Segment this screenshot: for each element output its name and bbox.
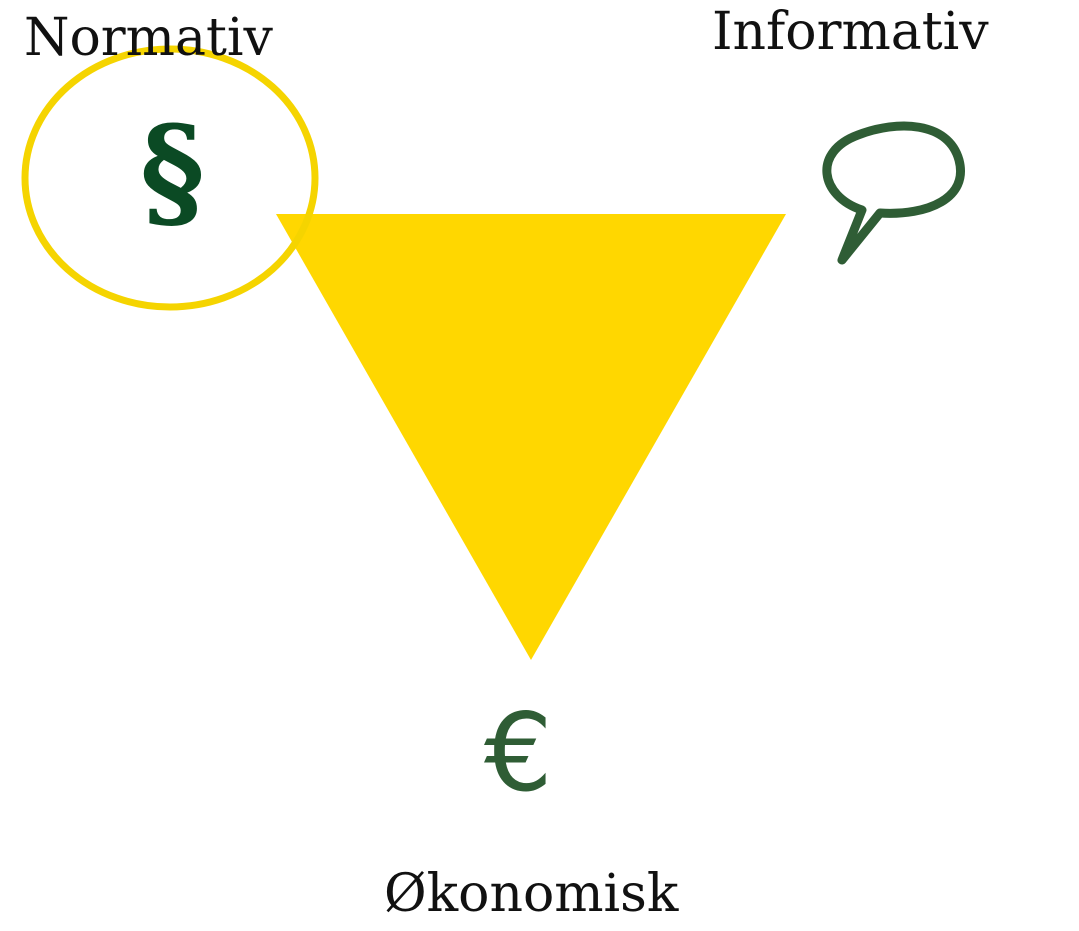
speech-bubble-icon — [822, 121, 965, 265]
highlight-ring — [21, 45, 319, 311]
normativ-label: Normativ — [24, 8, 273, 68]
downward-triangle — [276, 214, 786, 660]
informativ-label: Informativ — [712, 2, 989, 62]
okonomisk-label: Økonomisk — [384, 864, 679, 924]
euro-icon: € — [484, 691, 553, 816]
section-sign-icon: § — [140, 99, 205, 244]
